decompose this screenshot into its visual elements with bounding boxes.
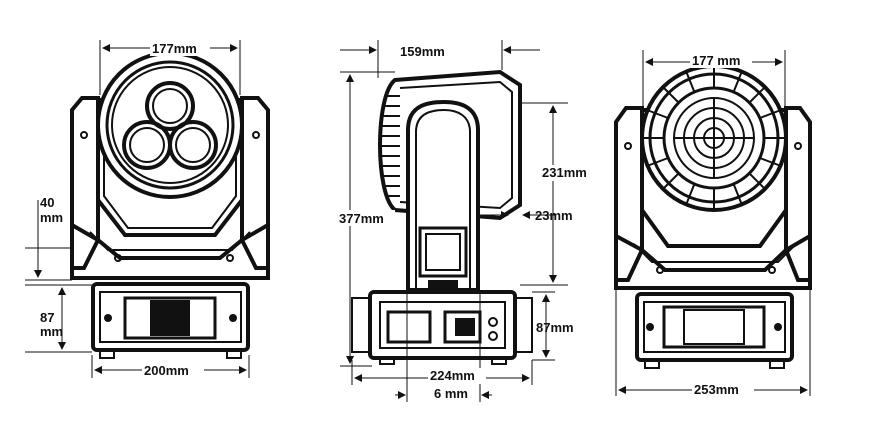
front-height-label-top: 40 <box>40 195 54 210</box>
side-base-depth-label: 224mm <box>430 368 475 383</box>
side-base-height-label: 87mm <box>536 320 574 335</box>
front-view: 177mm 40 mm 87 mm 200mm <box>25 40 270 378</box>
back-base-width-label: 253mm <box>694 382 739 397</box>
front-base-width-label: 200mm <box>144 363 189 378</box>
back-view: 177 mm 253mm <box>614 50 812 398</box>
side-offset-label: 23mm <box>535 208 573 223</box>
side-total-height-label: 377mm <box>339 211 384 226</box>
side-head-depth-label: 159mm <box>400 44 445 59</box>
side-view: 159mm 377mm 231mm 23mm 87mm 224mm 6 mm <box>339 40 596 402</box>
front-base-height-bottom: mm <box>40 324 63 339</box>
front-base-height-top: 87 <box>40 310 54 325</box>
front-height-label-bottom: mm <box>40 210 63 225</box>
back-width-label: 177 mm <box>692 53 740 68</box>
side-head-height-label: 231mm <box>542 165 587 180</box>
side-gap-label: 6 mm <box>434 386 468 401</box>
front-width-label: 177mm <box>152 41 197 56</box>
